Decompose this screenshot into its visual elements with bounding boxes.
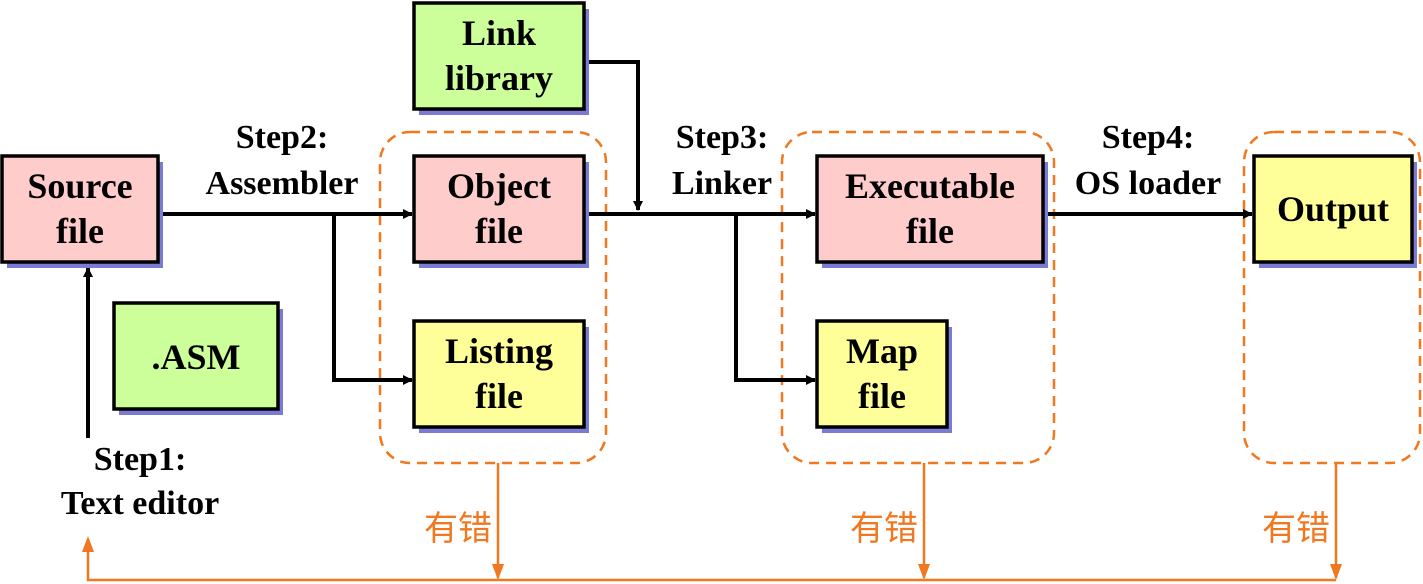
arrow-to-map: [734, 214, 816, 385]
node-label: library: [445, 58, 553, 98]
node-label: file: [858, 376, 906, 416]
node-label: file: [56, 211, 104, 251]
node-map-file: Map file: [815, 319, 952, 433]
group-linker-outputs: [780, 130, 1056, 465]
node-label: Object: [447, 166, 551, 206]
node-object-file: Object file: [412, 154, 589, 268]
node-executable-file: Executable file: [815, 154, 1048, 268]
node-asm: .ASM: [112, 301, 283, 415]
node-listing-file: Listing file: [412, 319, 589, 433]
svg-text:Step4:OS loader: Step4:OS loader: [1075, 119, 1221, 202]
node-label: Source: [27, 166, 132, 206]
node-label: file: [906, 211, 954, 251]
node-source-file: Source file: [0, 154, 163, 268]
group-assembler-outputs: [378, 130, 608, 465]
node-label: Map: [846, 331, 918, 371]
flow-lines: [83, 60, 1253, 438]
node-output: Output: [1252, 154, 1417, 268]
node-label: Output: [1277, 189, 1389, 229]
svg-text:Step2:Assembler: Step2:Assembler: [206, 119, 359, 202]
svg-text:Step1:Text editor: Step1:Text editor: [61, 441, 219, 522]
error-label-output: 有错: [1262, 509, 1330, 549]
node-label: file: [475, 376, 523, 416]
svg-text:Output: Output: [1277, 189, 1389, 229]
step4-label: Step4:OS loader: [1075, 119, 1221, 202]
svg-text:.ASM: .ASM: [152, 337, 241, 377]
arrow-library-to-linker: [584, 60, 643, 211]
node-label: Listing: [445, 331, 553, 371]
step3-label: Step3:Linker: [672, 119, 772, 202]
node-label: file: [475, 211, 523, 251]
error-label-assembler: 有错: [424, 509, 492, 549]
error-arrowheads: [82, 536, 1342, 580]
svg-text:Step3:Linker: Step3:Linker: [672, 119, 772, 202]
step1-label: Step1:Text editor: [61, 441, 219, 522]
group-output: [1242, 130, 1422, 465]
node-label: Link: [462, 13, 536, 53]
node-link-library: Link library: [412, 1, 589, 115]
error-feedback-lines: [86, 463, 1338, 582]
node-label: Executable: [845, 166, 1015, 206]
node-label: .ASM: [152, 337, 241, 377]
step2-label: Step2:Assembler: [206, 119, 359, 202]
arrow-to-listing: [332, 214, 413, 385]
error-label-linker: 有错: [850, 509, 918, 549]
